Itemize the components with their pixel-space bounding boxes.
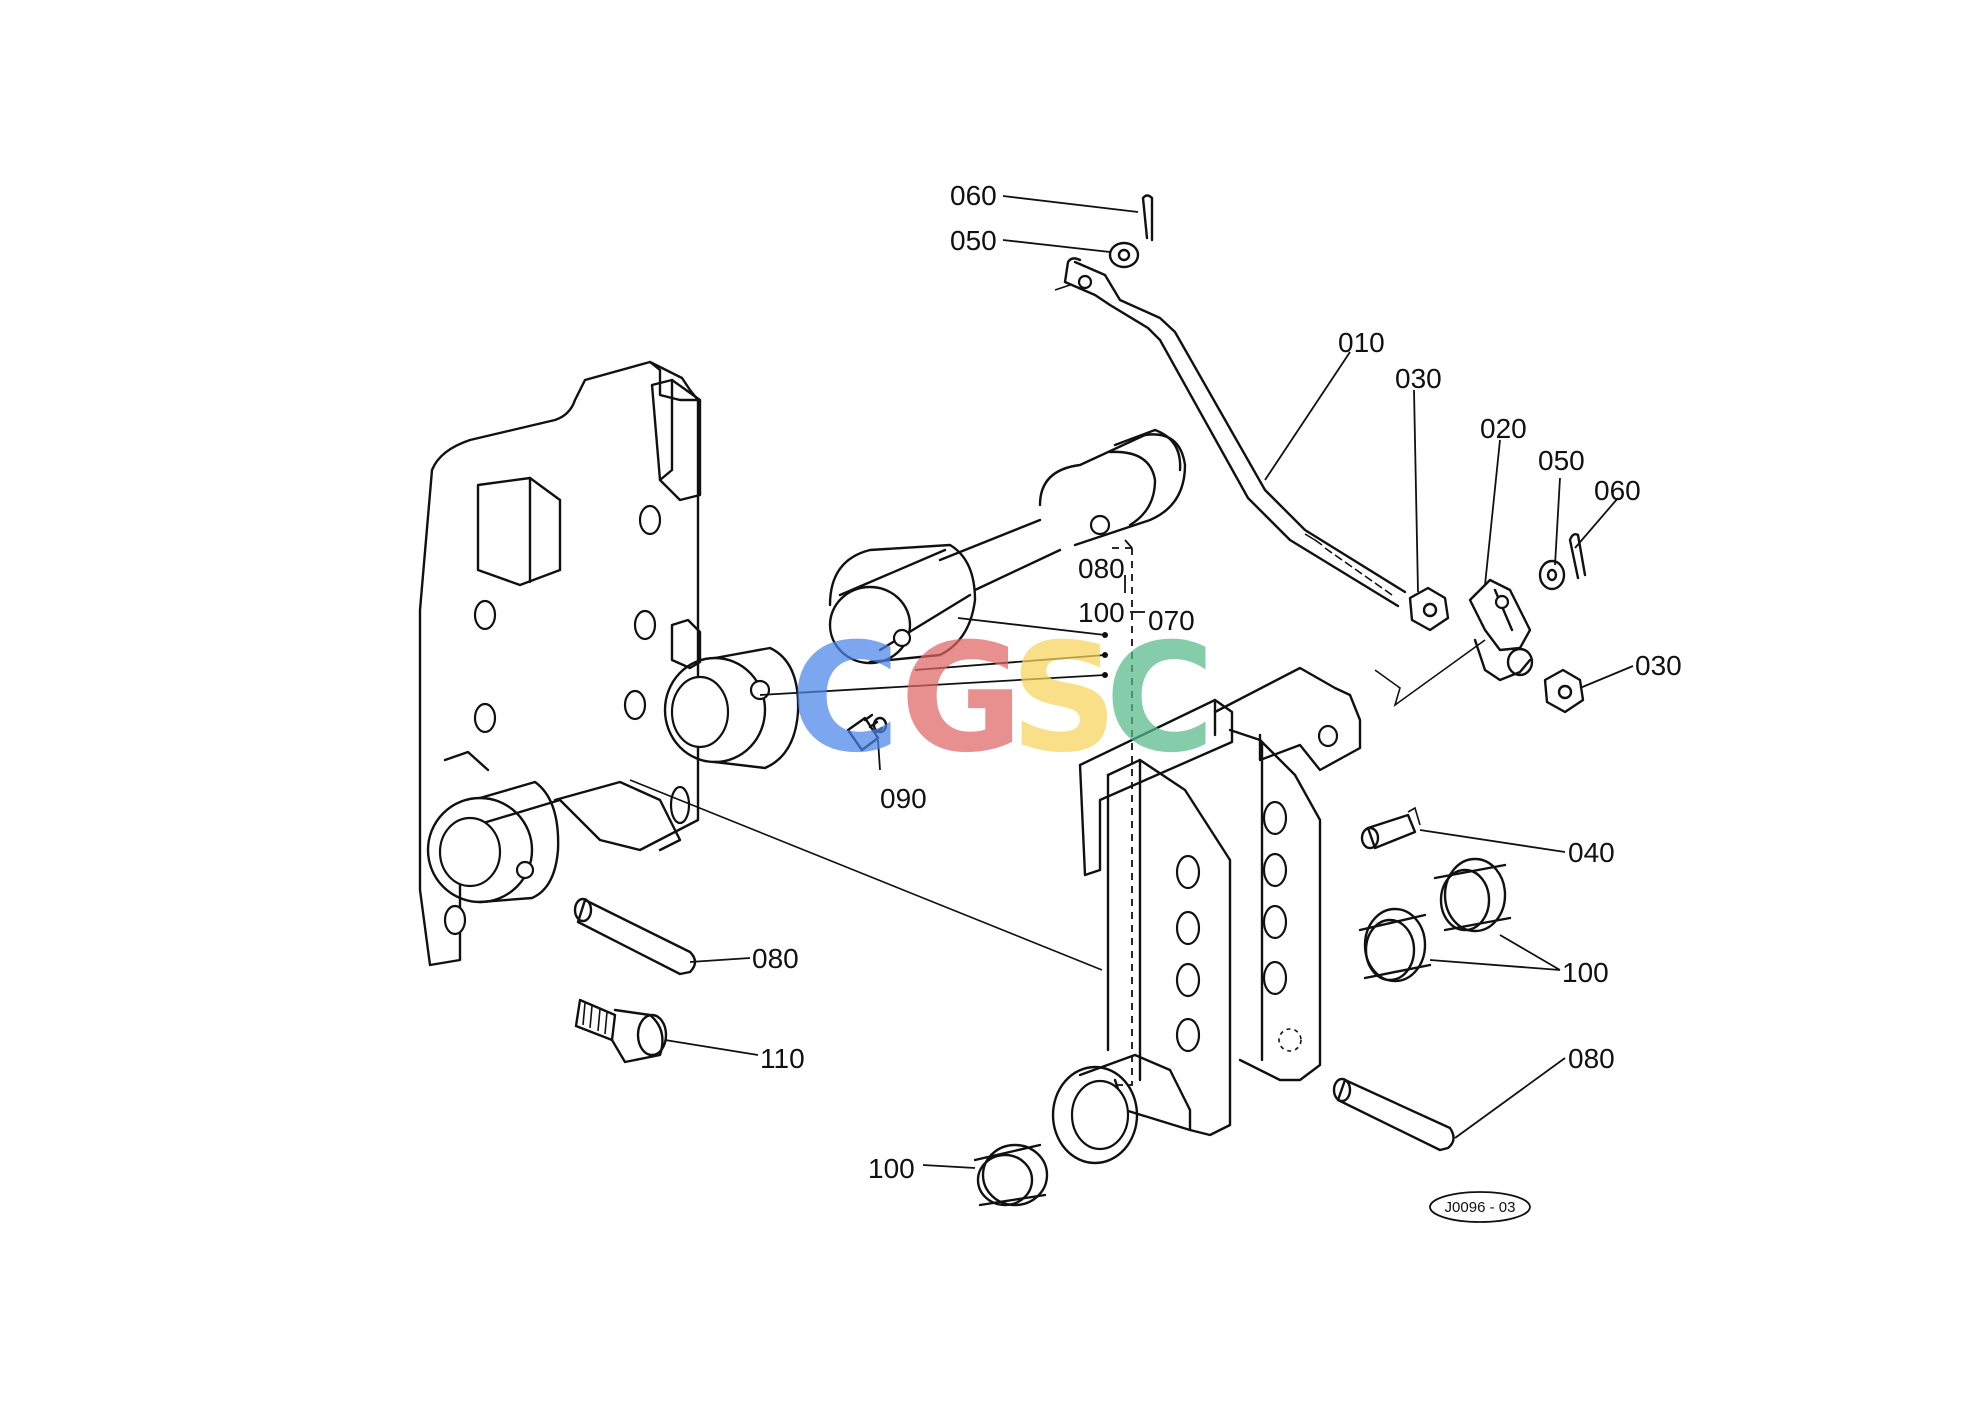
callout-070: 070 bbox=[1148, 605, 1195, 636]
pin-right bbox=[1332, 1077, 1455, 1152]
clevis bbox=[1468, 578, 1534, 682]
callout-030-lower: 030 bbox=[1635, 650, 1682, 681]
callout-030-upper: 030 bbox=[1395, 363, 1442, 394]
washer-right bbox=[1538, 559, 1566, 591]
bolt bbox=[574, 998, 668, 1064]
watermark-letter-3: S bbox=[1010, 612, 1118, 786]
nut-lower bbox=[1543, 668, 1585, 714]
callout-060-top: 060 bbox=[950, 180, 997, 211]
callout-100-right: 100 bbox=[1562, 957, 1609, 988]
callout-080-right: 080 bbox=[1568, 1043, 1615, 1074]
cross-shaft bbox=[828, 428, 1187, 665]
reference-code: J0096 - 03 bbox=[1429, 1191, 1531, 1223]
reference-code-text: J0096 - 03 bbox=[1445, 1199, 1516, 1216]
callout-080-left: 080 bbox=[752, 943, 799, 974]
split-pin-right bbox=[1568, 532, 1587, 580]
bush-right-upper bbox=[1433, 857, 1512, 933]
washer-top bbox=[1108, 241, 1140, 269]
linkage-rod bbox=[1054, 257, 1407, 608]
watermark-letter-2: G bbox=[900, 612, 1023, 786]
callout-050-right: 050 bbox=[1538, 445, 1585, 476]
callout-020: 020 bbox=[1480, 413, 1527, 444]
bush-right-lower bbox=[1358, 907, 1432, 983]
watermark: C G S C bbox=[790, 612, 1215, 786]
callout-100-upper: 100 bbox=[1078, 597, 1125, 628]
grease-nipple bbox=[846, 713, 888, 752]
callout-050-top: 050 bbox=[950, 225, 997, 256]
assembly-line-clevis bbox=[1374, 639, 1486, 708]
pin-040 bbox=[1360, 806, 1421, 850]
pin-left bbox=[573, 897, 697, 976]
callout-040: 040 bbox=[1568, 837, 1615, 868]
nut-upper bbox=[1408, 586, 1450, 632]
callout-010: 010 bbox=[1338, 327, 1385, 358]
bracket-plate bbox=[418, 360, 800, 967]
callout-labels: 060 050 010 030 020 050 060 080 100 070 … bbox=[752, 180, 1682, 1184]
callout-090: 090 bbox=[880, 783, 927, 814]
watermark-letter-1: C bbox=[790, 612, 900, 786]
callout-080-upper: 080 bbox=[1078, 553, 1125, 584]
assembly-dashed-line bbox=[1112, 548, 1133, 1086]
leader-lines bbox=[664, 195, 1634, 1169]
split-pin-top bbox=[1141, 194, 1154, 242]
watermark-letter-4: C bbox=[1105, 612, 1215, 786]
bush-bottom bbox=[973, 1143, 1049, 1207]
callout-100-bottom: 100 bbox=[868, 1153, 915, 1184]
drawbar-assembly bbox=[629, 666, 1362, 1165]
callout-060-right: 060 bbox=[1594, 475, 1641, 506]
callout-110: 110 bbox=[760, 1043, 805, 1074]
